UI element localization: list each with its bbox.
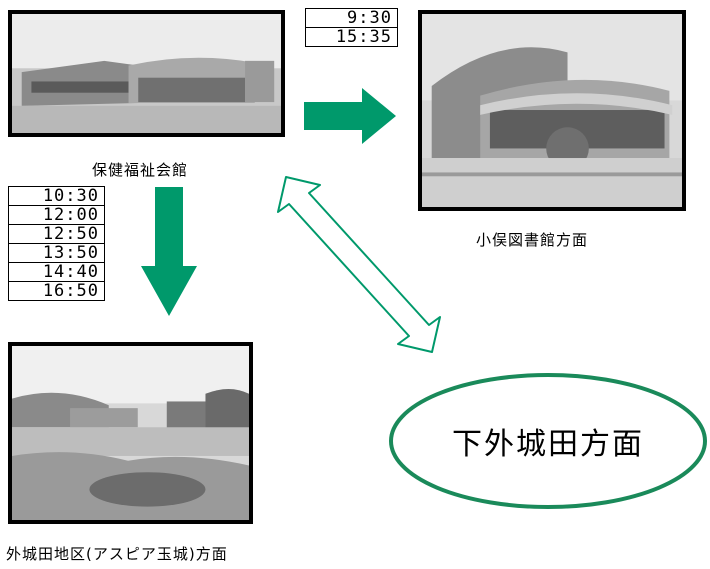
library-timetable: 9:30 15:35 bbox=[305, 8, 398, 47]
shimogeda-oval bbox=[389, 373, 707, 509]
aspia-timetable: 10:30 12:00 12:50 13:50 14:40 16:50 bbox=[8, 186, 105, 301]
timetable-row: 16:50 bbox=[8, 281, 105, 301]
aspia-photo bbox=[8, 342, 253, 524]
departure-time: 13:50 bbox=[8, 243, 105, 263]
library-destination-label: 小俣図書館方面 bbox=[476, 231, 589, 249]
departure-time: 15:35 bbox=[305, 27, 398, 47]
timetable-row: 9:30 bbox=[305, 8, 398, 28]
double-arrow-icon bbox=[277, 176, 441, 353]
timetable-row: 15:35 bbox=[305, 27, 398, 47]
departure-time: 16:50 bbox=[8, 281, 105, 301]
library-photo bbox=[418, 10, 686, 211]
timetable-row: 13:50 bbox=[8, 243, 105, 263]
shimogeda-destination-label: 下外城田方面 bbox=[452, 427, 644, 462]
arrow-down-icon bbox=[141, 187, 197, 316]
departure-time: 12:50 bbox=[8, 224, 105, 244]
departure-time: 9:30 bbox=[305, 8, 398, 28]
arrow-right-icon bbox=[304, 88, 396, 144]
aspia-destination-label: 外城田地区(アスピア玉城)方面 bbox=[6, 545, 228, 563]
timetable-row: 12:50 bbox=[8, 224, 105, 244]
welfare-hall-photo bbox=[8, 10, 285, 137]
welfare-hall-label: 保健福祉会館 bbox=[92, 161, 189, 179]
